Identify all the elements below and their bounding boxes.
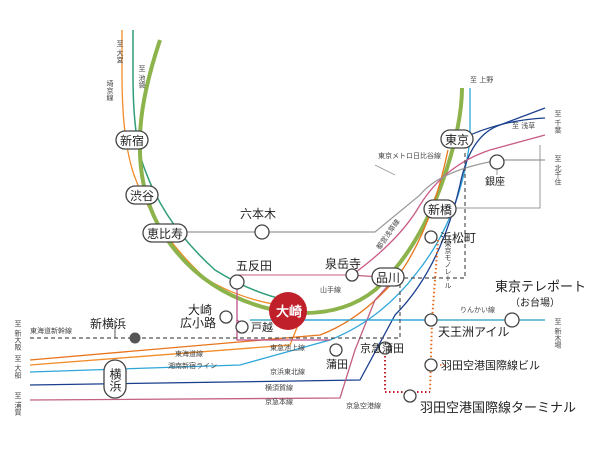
line-yokosuka-label: 横須賀線 (265, 383, 293, 392)
station-ginza[interactable]: 銀座 (485, 175, 505, 188)
station-togoshi[interactable]: 戸越 (251, 320, 273, 334)
dir-shinkiba: 至 新木場 (554, 318, 562, 349)
station-shibuya-marker[interactable] (125, 185, 159, 205)
station-roppongi-marker[interactable] (254, 224, 270, 240)
line-keikyu-label: 京急本線 (265, 397, 293, 406)
shonan-line-lower (29, 319, 301, 366)
keikyu-airport-line (384, 348, 430, 393)
station-osaki-hirokoji-line2[interactable]: 広小路 (180, 315, 216, 330)
line-shonan-label: 湘南新宿ライン (168, 361, 217, 370)
line-yamanote-label: 山手線 (320, 285, 341, 294)
line-tokaido-label: 東海道線 (175, 349, 203, 358)
dir-kitasenju: 至 北千住 (554, 155, 562, 185)
station-shinyokohama-marker[interactable] (129, 332, 141, 344)
hibiya-line (155, 159, 545, 233)
station-tokyo-teleport-marker[interactable] (504, 312, 520, 328)
station-tennozu-marker[interactable] (424, 313, 438, 327)
station-yokohama[interactable]: 横浜 (108, 368, 122, 392)
dir-ueno: 至 上野 (470, 75, 493, 84)
shinbashi-connector (438, 145, 541, 209)
station-kamata-marker[interactable] (329, 343, 343, 357)
dir-omiya: 至 大宮 (116, 40, 124, 64)
station-ebisu[interactable]: 恵比寿 (147, 227, 183, 241)
station-tokyo[interactable]: 東京 (445, 133, 469, 147)
station-togoshi-marker[interactable] (235, 320, 249, 334)
dir-ikebukuro: 至 池袋 (138, 65, 146, 89)
dir-shinosaka: 至 新大阪 (14, 320, 22, 351)
station-shinjuku[interactable]: 新宿 (120, 133, 144, 148)
station-shinagawa-marker[interactable] (371, 267, 405, 287)
station-roppongi[interactable]: 六本木 (240, 207, 276, 221)
line-ikegami-label: 東急池上線 (270, 343, 305, 352)
station-tokyo-teleport[interactable]: 東京テレポート (495, 279, 586, 295)
station-shinbashi-marker[interactable] (423, 199, 457, 219)
line-monorail-label: 東京モノレール (444, 239, 452, 289)
tokyo-east-line (469, 117, 546, 136)
yamanote-line (137, 39, 464, 316)
line-saikyo: 埼京線 (106, 79, 114, 101)
station-osaki-hirokoji-marker[interactable] (219, 310, 233, 324)
station-osaki-marker[interactable] (269, 292, 307, 330)
station-gotanda-marker[interactable] (229, 274, 245, 290)
station-shinbashi[interactable]: 新橋 (428, 202, 452, 217)
station-shinjuku-marker[interactable] (115, 130, 149, 150)
dir-ofuna: 至 大船 (14, 355, 22, 379)
station-gotanda[interactable]: 五反田 (236, 259, 272, 273)
line-keikyu-airport-label: 京急空港線 (346, 401, 381, 410)
station-sengakuji-marker[interactable] (345, 268, 359, 282)
dir-uraga: 至 浦賀 (14, 392, 22, 416)
line-keihin-label: 京浜東北線 (270, 367, 305, 376)
station-haneda-terminal[interactable]: 羽田空港国際線ターミナル (420, 400, 576, 416)
station-tokyo-marker[interactable] (440, 129, 474, 149)
station-hamamatsucho[interactable]: 浜松町 (440, 231, 476, 245)
station-ginza-marker[interactable] (489, 154, 505, 170)
station-haneda-terminal-marker[interactable] (403, 389, 417, 403)
line-rinkai-label: りんかい線 (460, 305, 495, 314)
line-hibiya-label: 東京メトロ日比谷線 (378, 151, 441, 160)
station-keikyu-kamata[interactable]: 京急蒲田 (360, 341, 404, 355)
station-ebisu-marker[interactable] (142, 223, 188, 243)
station-tennozu-isle[interactable]: 天王洲アイル (438, 325, 509, 339)
hibiya-leader (374, 164, 396, 176)
station-osaki-hirokoji-line1[interactable]: 大崎 (188, 303, 212, 317)
station-osaki[interactable]: 大崎 (276, 304, 302, 320)
keihin-tohoku-line-east (29, 88, 471, 373)
station-keikyu-kamata-marker[interactable] (378, 341, 392, 355)
station-hamamatsucho-marker[interactable] (424, 230, 438, 244)
dir-asakusa: 至 浅草 (512, 121, 535, 130)
asakusa-line (351, 134, 546, 276)
station-kamata[interactable]: 蒲田 (326, 357, 348, 371)
dir-chiba: 至 千葉 (554, 110, 562, 134)
line-shinkansen-label: 東海道新幹線 (30, 326, 72, 335)
station-odaiba[interactable]: （お台場） (510, 296, 560, 309)
station-haneda-bldg[interactable]: 羽田空港国際線ビル (441, 358, 540, 372)
station-haneda-bldg-marker[interactable] (424, 358, 438, 372)
station-shinyokohama[interactable]: 新横浜 (90, 316, 126, 331)
station-sengakuji[interactable]: 泉岳寺 (325, 257, 361, 271)
station-yokohama-marker[interactable] (103, 359, 127, 399)
station-shinagawa[interactable]: 品川 (376, 271, 400, 285)
station-shibuya[interactable]: 渋谷 (130, 189, 154, 203)
